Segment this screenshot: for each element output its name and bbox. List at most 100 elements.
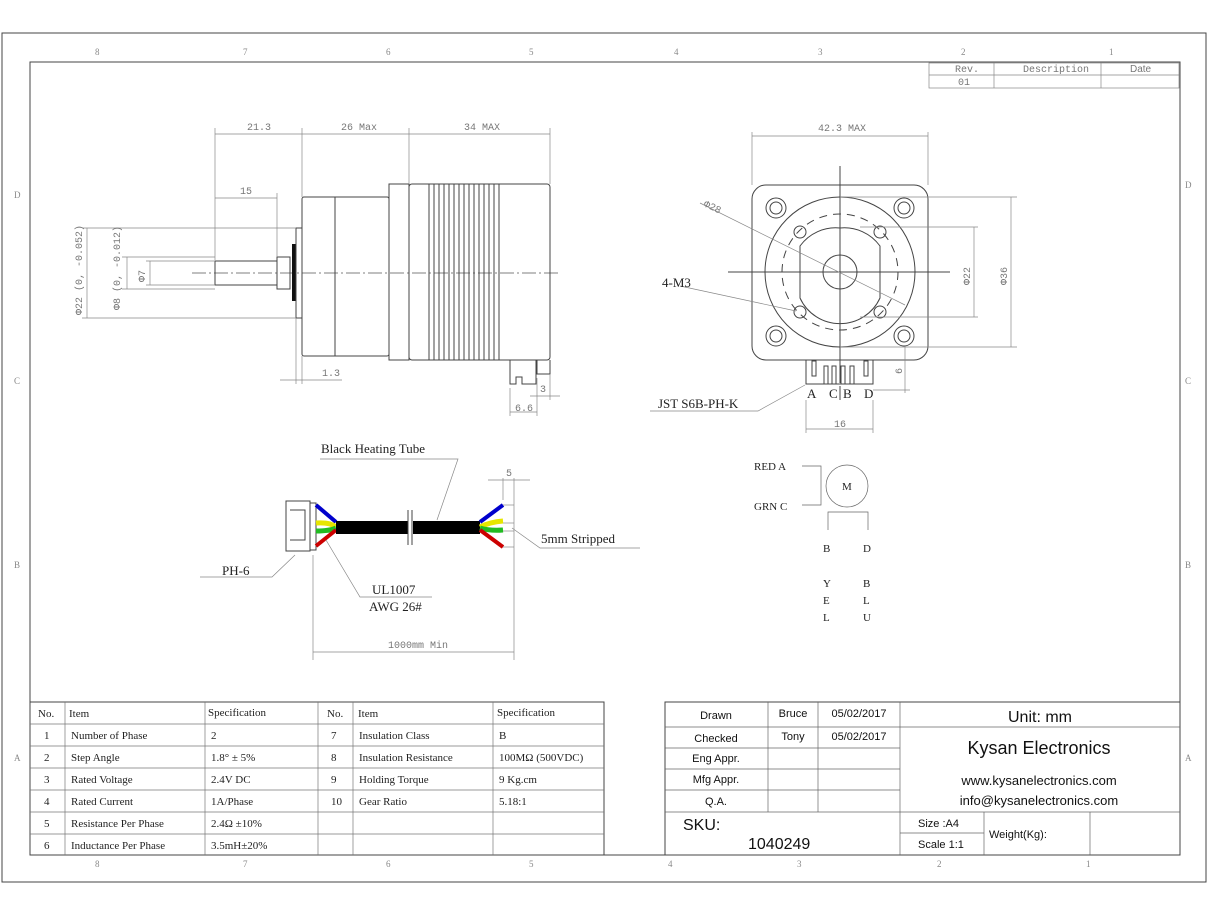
motor-ribs <box>428 184 500 360</box>
spec-item: Rated Current <box>71 796 133 808</box>
zone-d: D <box>1185 180 1192 190</box>
approval-date: 05/02/2017 <box>831 708 886 720</box>
side-view: 21.3 26 Max 34 MAX 15 Φ22 (0, -0.052) Φ8… <box>74 123 560 416</box>
yel-letter: Y <box>823 578 831 590</box>
spec-value: 2.4Ω ±10% <box>211 818 262 830</box>
header-no: No. <box>38 708 54 720</box>
company-name: Kysan Electronics <box>967 738 1110 758</box>
sku-label: SKU: <box>683 817 720 834</box>
zone-4: 4 <box>674 47 679 57</box>
spec-item: Inductance Per Phase <box>71 840 165 852</box>
dim-26-max: 26 Max <box>341 123 377 134</box>
dim-34-max: 34 MAX <box>464 123 500 134</box>
wire-spec-awg: AWG 26# <box>369 599 422 614</box>
spec-no: 7 <box>331 730 337 742</box>
wire-red-a: RED A <box>754 461 786 473</box>
dim-phi7: Φ7 <box>138 270 149 282</box>
spec-value: 9 Kg.cm <box>499 774 537 786</box>
pin-a: A <box>807 386 817 401</box>
spec-no: 2 <box>44 752 50 764</box>
wire-green <box>315 525 338 534</box>
yel-letter: E <box>823 595 830 607</box>
dim-phi22: Φ22 <box>963 267 974 285</box>
holes-label: 4-M3 <box>662 275 691 290</box>
zone-2: 2 <box>961 47 966 57</box>
zone-b: B <box>1185 560 1191 570</box>
approval-date: 05/02/2017 <box>831 731 886 743</box>
spec-item: Number of Phase <box>71 730 147 742</box>
dim-16: 16 <box>834 420 846 431</box>
spec-row: 7 Insulation Class B <box>331 730 506 742</box>
coil-d: D <box>863 543 871 555</box>
dim-21-3: 21.3 <box>247 123 271 134</box>
zone-b: B <box>14 560 20 570</box>
ph6-connector <box>285 500 311 552</box>
dim-1-3: 1.3 <box>322 369 340 380</box>
strip-dim: 5 <box>506 469 512 480</box>
spec-value: B <box>499 730 506 742</box>
spec-value: 2 <box>211 730 217 742</box>
front-connector <box>805 359 874 385</box>
dim-6: 6 <box>895 368 906 374</box>
spec-value: 1A/Phase <box>211 796 253 808</box>
washer <box>292 244 296 301</box>
spec-item: Holding Torque <box>359 774 429 786</box>
approval-name: Bruce <box>779 708 808 720</box>
dim-phi28: Φ28 <box>701 200 722 218</box>
zone-5: 5 <box>529 47 534 57</box>
coil-b: B <box>823 543 830 555</box>
front-view: 42.3 MAX Φ28 Φ22 Φ36 6 16 4-M3 JST S6B-P… <box>650 124 1017 433</box>
spec-no: 10 <box>331 796 343 808</box>
outer-frame <box>1 32 1207 883</box>
dim-phi22-shaft: Φ22 (0, -0.052) <box>74 225 86 315</box>
spec-item: Gear Ratio <box>359 796 407 808</box>
dim-3: 3 <box>540 385 546 396</box>
approval-role: Eng Appr. <box>692 753 740 765</box>
zone-5: 5 <box>529 859 534 869</box>
zone-1: 1 <box>1086 859 1091 869</box>
description-header: Description <box>1023 64 1089 76</box>
zone-markers-side: D C B A D C B A <box>14 180 1192 763</box>
wire-red <box>314 528 338 548</box>
wire-spec-ul1007: UL1007 <box>372 582 416 597</box>
spec-item: Insulation Class <box>359 730 430 742</box>
ph6-label: PH-6 <box>222 563 250 578</box>
company-website: www.kysanelectronics.com <box>960 773 1116 788</box>
motor-endcap <box>388 183 410 361</box>
cable-length: 1000mm Min <box>388 640 448 652</box>
corner-screws <box>765 197 915 347</box>
blu-letter: U <box>863 612 871 624</box>
rev-value: 01 <box>958 78 970 89</box>
zone-markers-bottom: 8 7 6 5 4 3 2 1 <box>95 859 1091 869</box>
zone-2: 2 <box>937 859 942 869</box>
rev-header: Rev. <box>955 65 979 76</box>
pin-b: B <box>843 386 852 401</box>
zone-8: 8 <box>95 47 100 57</box>
sku-value: 1040249 <box>748 836 810 853</box>
gearbox <box>301 196 390 357</box>
header-item: Item <box>358 708 379 720</box>
approval-row: Q.A. <box>705 796 727 808</box>
pin-c: C <box>829 386 838 401</box>
header-item: Item <box>69 708 90 720</box>
approval-row: Eng Appr. <box>692 753 740 765</box>
header-no: No. <box>327 708 343 720</box>
dim-6-6: 6.6 <box>515 404 533 415</box>
company-email: info@kysanelectronics.com <box>960 793 1118 808</box>
spec-value: 100MΩ (500VDC) <box>499 752 584 764</box>
wire-blue <box>314 503 338 524</box>
weight-label: Weight(Kg): <box>989 829 1047 841</box>
header-spec: Specification <box>497 707 556 719</box>
zone-c: C <box>14 376 20 386</box>
zone-markers-top: 8 7 6 5 4 3 2 1 <box>95 47 1114 57</box>
zone-8: 8 <box>95 859 100 869</box>
bolt-circle <box>781 213 899 331</box>
